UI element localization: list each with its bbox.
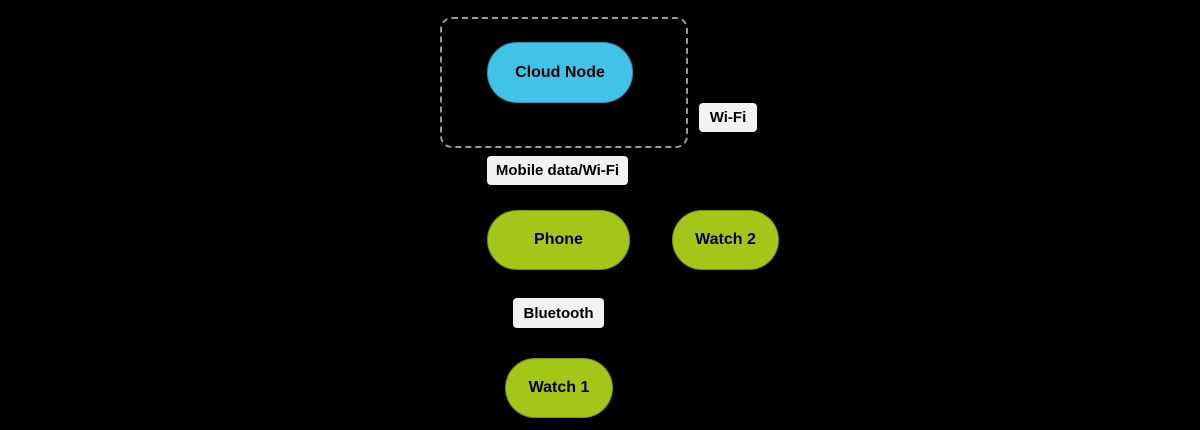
cloud-node: Cloud Node: [487, 42, 633, 103]
edge-label-bluetooth-text: Bluetooth: [523, 304, 594, 322]
edge-label-wifi: Wi-Fi: [699, 103, 757, 132]
watch2-node-label: Watch 2: [695, 231, 756, 248]
edge-label-bluetooth: Bluetooth: [513, 298, 604, 328]
edge-label-mobile-data-wifi: Mobile data/Wi-Fi: [487, 156, 628, 185]
cloud-group-boundary: [440, 17, 688, 148]
phone-node-label: Phone: [534, 231, 583, 248]
edge-label-mobile-data-wifi-text: Mobile data/Wi-Fi: [495, 162, 620, 179]
watch2-node: Watch 2: [672, 210, 779, 270]
phone-node: Phone: [487, 210, 630, 270]
watch1-node-label: Watch 1: [528, 379, 590, 396]
cloud-node-label: Cloud Node: [515, 63, 605, 81]
watch1-node: Watch 1: [505, 358, 613, 418]
edge-label-wifi-text: Wi-Fi: [709, 109, 747, 126]
